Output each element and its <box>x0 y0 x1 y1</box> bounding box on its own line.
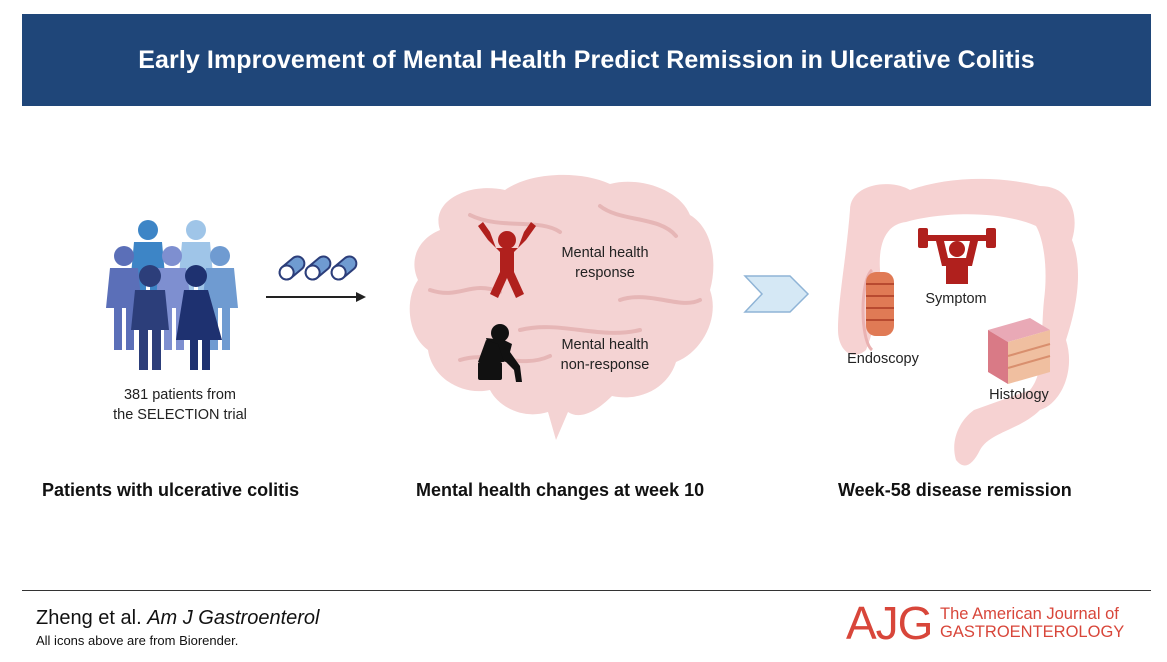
mental-heading: Mental health changes at week 10 <box>416 480 705 500</box>
patients-caption: 381 patients from the SELECTION trial <box>90 386 270 425</box>
journal-name-line2: GASTROENTEROLOGY <box>940 623 1125 642</box>
journal-name: The American Journal of GASTROENTEROLOGY <box>940 605 1124 641</box>
brain-icon <box>409 174 714 440</box>
endoscopy-tissue-icon <box>866 272 894 336</box>
response-line2: response <box>575 264 635 281</box>
footer-divider <box>22 590 1151 591</box>
symptom-label: Symptom <box>925 291 987 307</box>
patient-group-icon <box>106 220 238 370</box>
citation-journal: Am J Gastroenterol <box>147 607 320 629</box>
histology-label: Histology <box>989 387 1049 403</box>
page-title: Early Improvement of Mental Health Predi… <box>138 45 1035 74</box>
nonresponse-line2: non-response <box>560 356 650 373</box>
happy-person-icon <box>478 222 536 298</box>
response-line1: Mental health <box>561 245 649 261</box>
citation-author: Zheng et al. <box>36 607 142 629</box>
distressed-person-icon <box>478 324 522 382</box>
patients-caption-line2: the SELECTION trial <box>113 406 247 423</box>
ajg-logo-mark: AJG <box>846 597 933 649</box>
nonresponse-line1: Mental health <box>561 337 649 353</box>
chevron-right-icon <box>743 275 810 313</box>
citation: Zheng et al. Am J Gastroenterol <box>36 607 319 630</box>
colon-icon <box>838 178 1079 466</box>
histology-tissue-icon <box>988 318 1051 384</box>
icons-credit-note: All icons above are from Biorender. <box>36 633 239 648</box>
weightlifter-icon <box>918 228 996 284</box>
medication-pills-icon <box>278 255 358 281</box>
arrow-right-icon <box>266 292 366 302</box>
journal-name-line1: The American Journal of <box>940 605 1119 623</box>
patients-caption-line1: 381 patients from <box>123 387 237 403</box>
mental-response-label: Mental health response <box>540 244 670 283</box>
endoscopy-label: Endoscopy <box>847 351 919 367</box>
remission-heading: Week-58 disease remission <box>838 480 1072 500</box>
patients-heading: Patients with ulcerative colitis <box>42 480 300 500</box>
mental-nonresponse-label: Mental health non-response <box>540 336 670 375</box>
title-banner: Early Improvement of Mental Health Predi… <box>22 14 1151 106</box>
